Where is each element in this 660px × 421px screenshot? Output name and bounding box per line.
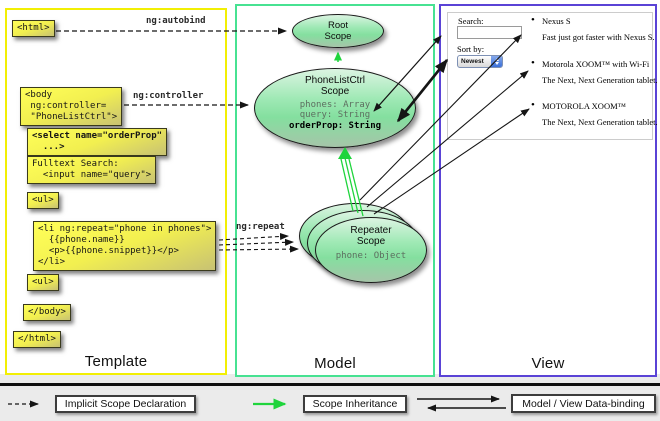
phone-snippet: The Next, Next Generation tablet.: [542, 75, 658, 85]
phone-name: Nexus S: [531, 15, 657, 27]
view-panel-label: View: [531, 355, 565, 372]
code-box-select: <select name="orderProp" ...>: [27, 128, 168, 156]
legend-implicit-scope-box: Implicit Scope Declaration: [55, 395, 196, 413]
legend-databinding-box: Model / View Data-binding: [511, 394, 656, 413]
phonelistctrl-scope-title: PhoneListCtrl Scope: [304, 75, 366, 97]
repeater-scope-title: Repeater Scope: [350, 225, 392, 247]
prop-phones: phones: Array: [299, 100, 371, 110]
ng-autobind-label: ng:autobind: [146, 16, 206, 26]
phonelistctrl-scope-ellipse: PhoneListCtrl Scope phones: Array query:…: [254, 68, 416, 148]
code-box-ul-close: <ul>: [27, 274, 59, 291]
model-panel-label: Model: [314, 355, 356, 372]
phone-name: MOTOROLA XOOM™: [531, 100, 657, 112]
legend-scope-inheritance-box: Scope Inheritance: [303, 395, 407, 413]
repeater-scope-ellipse-front: Repeater Scope phone: Object: [315, 217, 427, 283]
model-panel: Model: [235, 4, 435, 377]
phone-list-item: Nexus S Fast just got faster with Nexus …: [531, 15, 657, 43]
ng-controller-label: ng:controller: [133, 91, 204, 101]
code-box-li-repeat: <li ng:repeat="phone in phones"> {{phone…: [33, 221, 217, 271]
dropdown-stepper-icon: [491, 56, 502, 67]
sortby-label: Sort by:: [457, 44, 485, 54]
code-box-body-open: <body ng:controller= "PhoneListCtrl">: [20, 87, 123, 126]
phone-snippet: The Next, Next Generation tablet.: [542, 117, 658, 127]
code-box-fulltext: Fulltext Search: <input name="query">: [27, 156, 157, 184]
search-input[interactable]: [457, 26, 522, 39]
prop-query: query: String: [299, 110, 371, 120]
legend-divider-line: [0, 383, 660, 386]
code-box-ul-open: <ul>: [27, 192, 59, 209]
ng-repeat-label: ng:repeat: [236, 222, 285, 232]
code-box-html-open: <html>: [12, 20, 55, 37]
sort-dropdown-value: Newest: [461, 58, 484, 65]
phone-list-item: MOTOROLA XOOM™ The Next, Next Generation…: [531, 100, 658, 128]
prop-phone: phone: Object: [335, 251, 407, 261]
root-scope-ellipse: Root Scope: [292, 14, 384, 48]
code-box-body-close: </body>: [23, 304, 71, 321]
phone-name: Motorola XOOM™ with Wi-Fi: [531, 58, 657, 70]
template-panel-label: Template: [84, 353, 148, 370]
sort-dropdown[interactable]: Newest: [457, 55, 503, 68]
root-scope-title: Root Scope: [324, 20, 352, 42]
code-box-html-close: </html>: [13, 331, 61, 348]
prop-orderprop: orderProp: String: [288, 121, 382, 131]
phone-list-item: Motorola XOOM™ with Wi-Fi The Next, Next…: [531, 58, 658, 86]
search-label: Search:: [458, 16, 484, 26]
phone-snippet: Fast just got faster with Nexus S.: [542, 32, 655, 42]
